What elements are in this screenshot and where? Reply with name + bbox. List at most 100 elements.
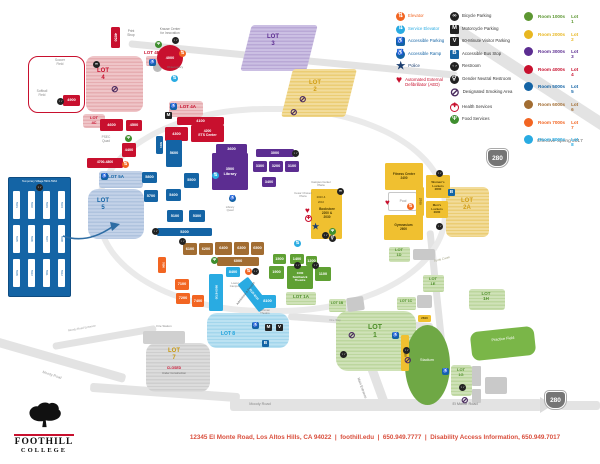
building-3000: 3000 [256, 149, 294, 157]
smoke-icon: ⊘ [299, 94, 307, 104]
smoke-icon: ⊘ [404, 355, 412, 365]
temporary-village-building: 5905 [13, 225, 20, 253]
temporary-village-building: 5907 [43, 225, 50, 253]
visitor-icon: V [450, 37, 459, 47]
elev-icon: ⇅ [122, 161, 129, 168]
building-3300: 3300 [253, 161, 267, 172]
rest-icon: ♀♂ [294, 262, 301, 269]
temporary-village-building: 5906 [28, 225, 35, 253]
legend-row: ★Police [396, 62, 447, 73]
apark-icon: ♿ [396, 37, 405, 47]
building-3100: 3100 [285, 161, 299, 172]
gnr-icon: ⚥ [329, 235, 336, 242]
temporary-village-building: 5904 [58, 191, 65, 219]
aed-icon: ♥ [305, 206, 310, 215]
footer-part: 650.949.7777 [382, 434, 422, 441]
smoke-icon: ⊘ [450, 86, 460, 99]
legend-lot-label: Lot 8 [571, 137, 579, 148]
building-7600: 7600 [158, 257, 166, 273]
legend-lot-label: Lot 5 [571, 84, 579, 95]
temporary-village-building: 5910 [28, 259, 35, 287]
moto-icon: M [450, 24, 459, 34]
fire-station [143, 331, 185, 344]
legend-label: Accessible Parking [408, 38, 445, 44]
rest-icon: ♀♂ [459, 384, 466, 391]
lot-5 [88, 189, 144, 239]
room-color-dot [524, 64, 533, 74]
apark-icon: ♿ [149, 59, 156, 66]
room-color-dot [524, 12, 533, 21]
label-lot-1c: LOT 1C [399, 299, 413, 303]
building-7400: 7400 [192, 295, 204, 307]
gray-building [346, 295, 365, 313]
stadium [405, 325, 450, 405]
footer-part: foothill.edu [340, 434, 375, 441]
temporary-village-building: 5902 [28, 191, 35, 219]
building-4000: 4000 [157, 45, 183, 71]
legend-row: ⇅Service Elevator [396, 24, 447, 34]
lot-1h [469, 289, 505, 310]
bus-icon: B [450, 49, 459, 59]
legend-lot-label: Lot 1 [571, 14, 579, 24]
building-7100: 7100 [175, 279, 189, 290]
temporary-village-building: 5909 [13, 259, 20, 287]
moto-icon: M [265, 324, 272, 331]
legend-label: Gender Neutral Restroom [462, 75, 512, 81]
temporary-village-building: 5908 [58, 225, 65, 253]
elev-icon: ⇅ [396, 12, 405, 21]
label-el-monte-road: El Monte Road [452, 402, 478, 406]
bus-icon: B [448, 189, 455, 196]
gnr-icon: ⚥ [450, 74, 459, 84]
elev-icon: ⇅ [407, 203, 414, 210]
room-color-dot [524, 117, 533, 127]
legend-row: ∞Bicycle Parking [450, 12, 512, 21]
label-observatory: Observatory [166, 65, 184, 69]
legend-label: Automated External Defibrillator (AED) [405, 77, 443, 87]
legend-label: Food Services [462, 116, 490, 122]
footer-separator: | [374, 434, 383, 441]
logo-line2: COLLEGE [20, 447, 68, 454]
gray-building [472, 366, 481, 386]
building-6400: 6400 [215, 242, 232, 255]
lot-5a [99, 171, 143, 188]
selev-icon: ⇅ [171, 75, 178, 82]
legend-row: Room 1000s Lot 1 [524, 12, 581, 24]
rest-icon: ♀♂ [152, 228, 159, 235]
label-temporary-village-5901-5964: Temporary Village 5901-5964 [21, 180, 58, 183]
building-1100: 1100 [315, 267, 331, 281]
smoke-icon: ⊘ [111, 84, 119, 94]
visitor-icon: V [276, 324, 283, 331]
rest-icon: ♀♂ [436, 223, 443, 230]
legend-lot-label: Lot 7 [571, 119, 579, 130]
room-color-dot [524, 82, 533, 92]
label-lot-4a: LOT 4A [179, 104, 196, 109]
building-6500: 6500 [251, 242, 264, 255]
rest-icon: ♀♂ [436, 170, 443, 177]
gray-building [417, 295, 432, 308]
legend-room-label: Room 7000s [538, 119, 566, 125]
label-closed: CLOSED [166, 366, 182, 370]
building-4050: 4050 [111, 27, 120, 48]
bike-icon: ∞ [93, 61, 100, 68]
temporary-village-building: 5911 [43, 259, 50, 287]
legend-row: ♿Accessible Ramp [396, 49, 447, 59]
ramp-icon: ♿ [229, 195, 236, 202]
legend-room-label: Room 1000s [538, 14, 566, 19]
